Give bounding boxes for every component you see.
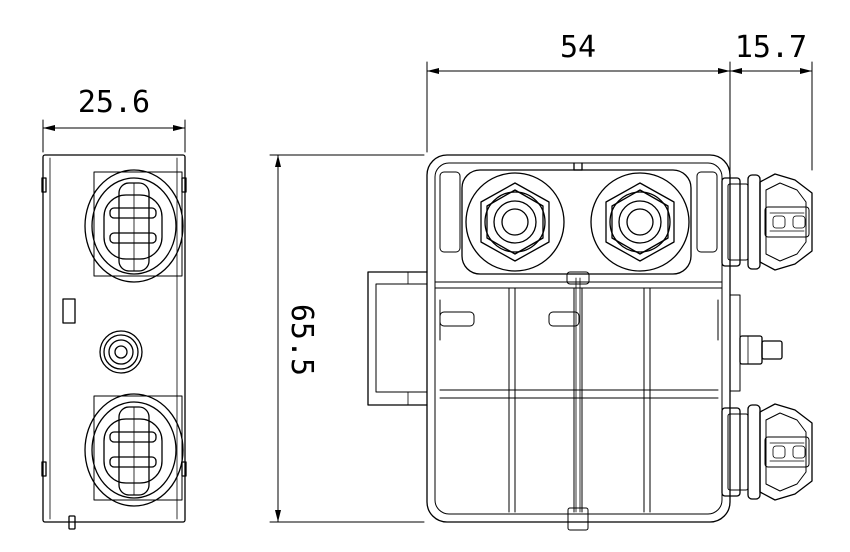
side-vent-slot (62, 298, 76, 324)
front-gland-right (590, 172, 690, 272)
front-connector-top-right (721, 173, 813, 271)
front-gland-left (465, 172, 565, 272)
dimension-side-width: 25.6 (78, 85, 150, 120)
front-body-outline (426, 154, 731, 523)
front-connector-middle (729, 294, 783, 392)
dimension-arrows (43, 68, 812, 522)
side-view (41, 154, 187, 530)
dimension-front-height: 65.5 (284, 304, 319, 376)
front-view (367, 154, 813, 531)
dimension-lines (42, 61, 813, 523)
dimension-connector-depth: 15.7 (735, 30, 807, 65)
side-pin (68, 515, 76, 530)
front-rib-grid (434, 271, 723, 531)
side-connector-bottom (84, 393, 184, 507)
front-bracket-left (367, 271, 428, 406)
dimension-front-width: 54 (560, 30, 596, 65)
side-valve (99, 330, 143, 374)
side-connector-top (84, 169, 184, 283)
front-connector-bottom-right (721, 403, 813, 501)
